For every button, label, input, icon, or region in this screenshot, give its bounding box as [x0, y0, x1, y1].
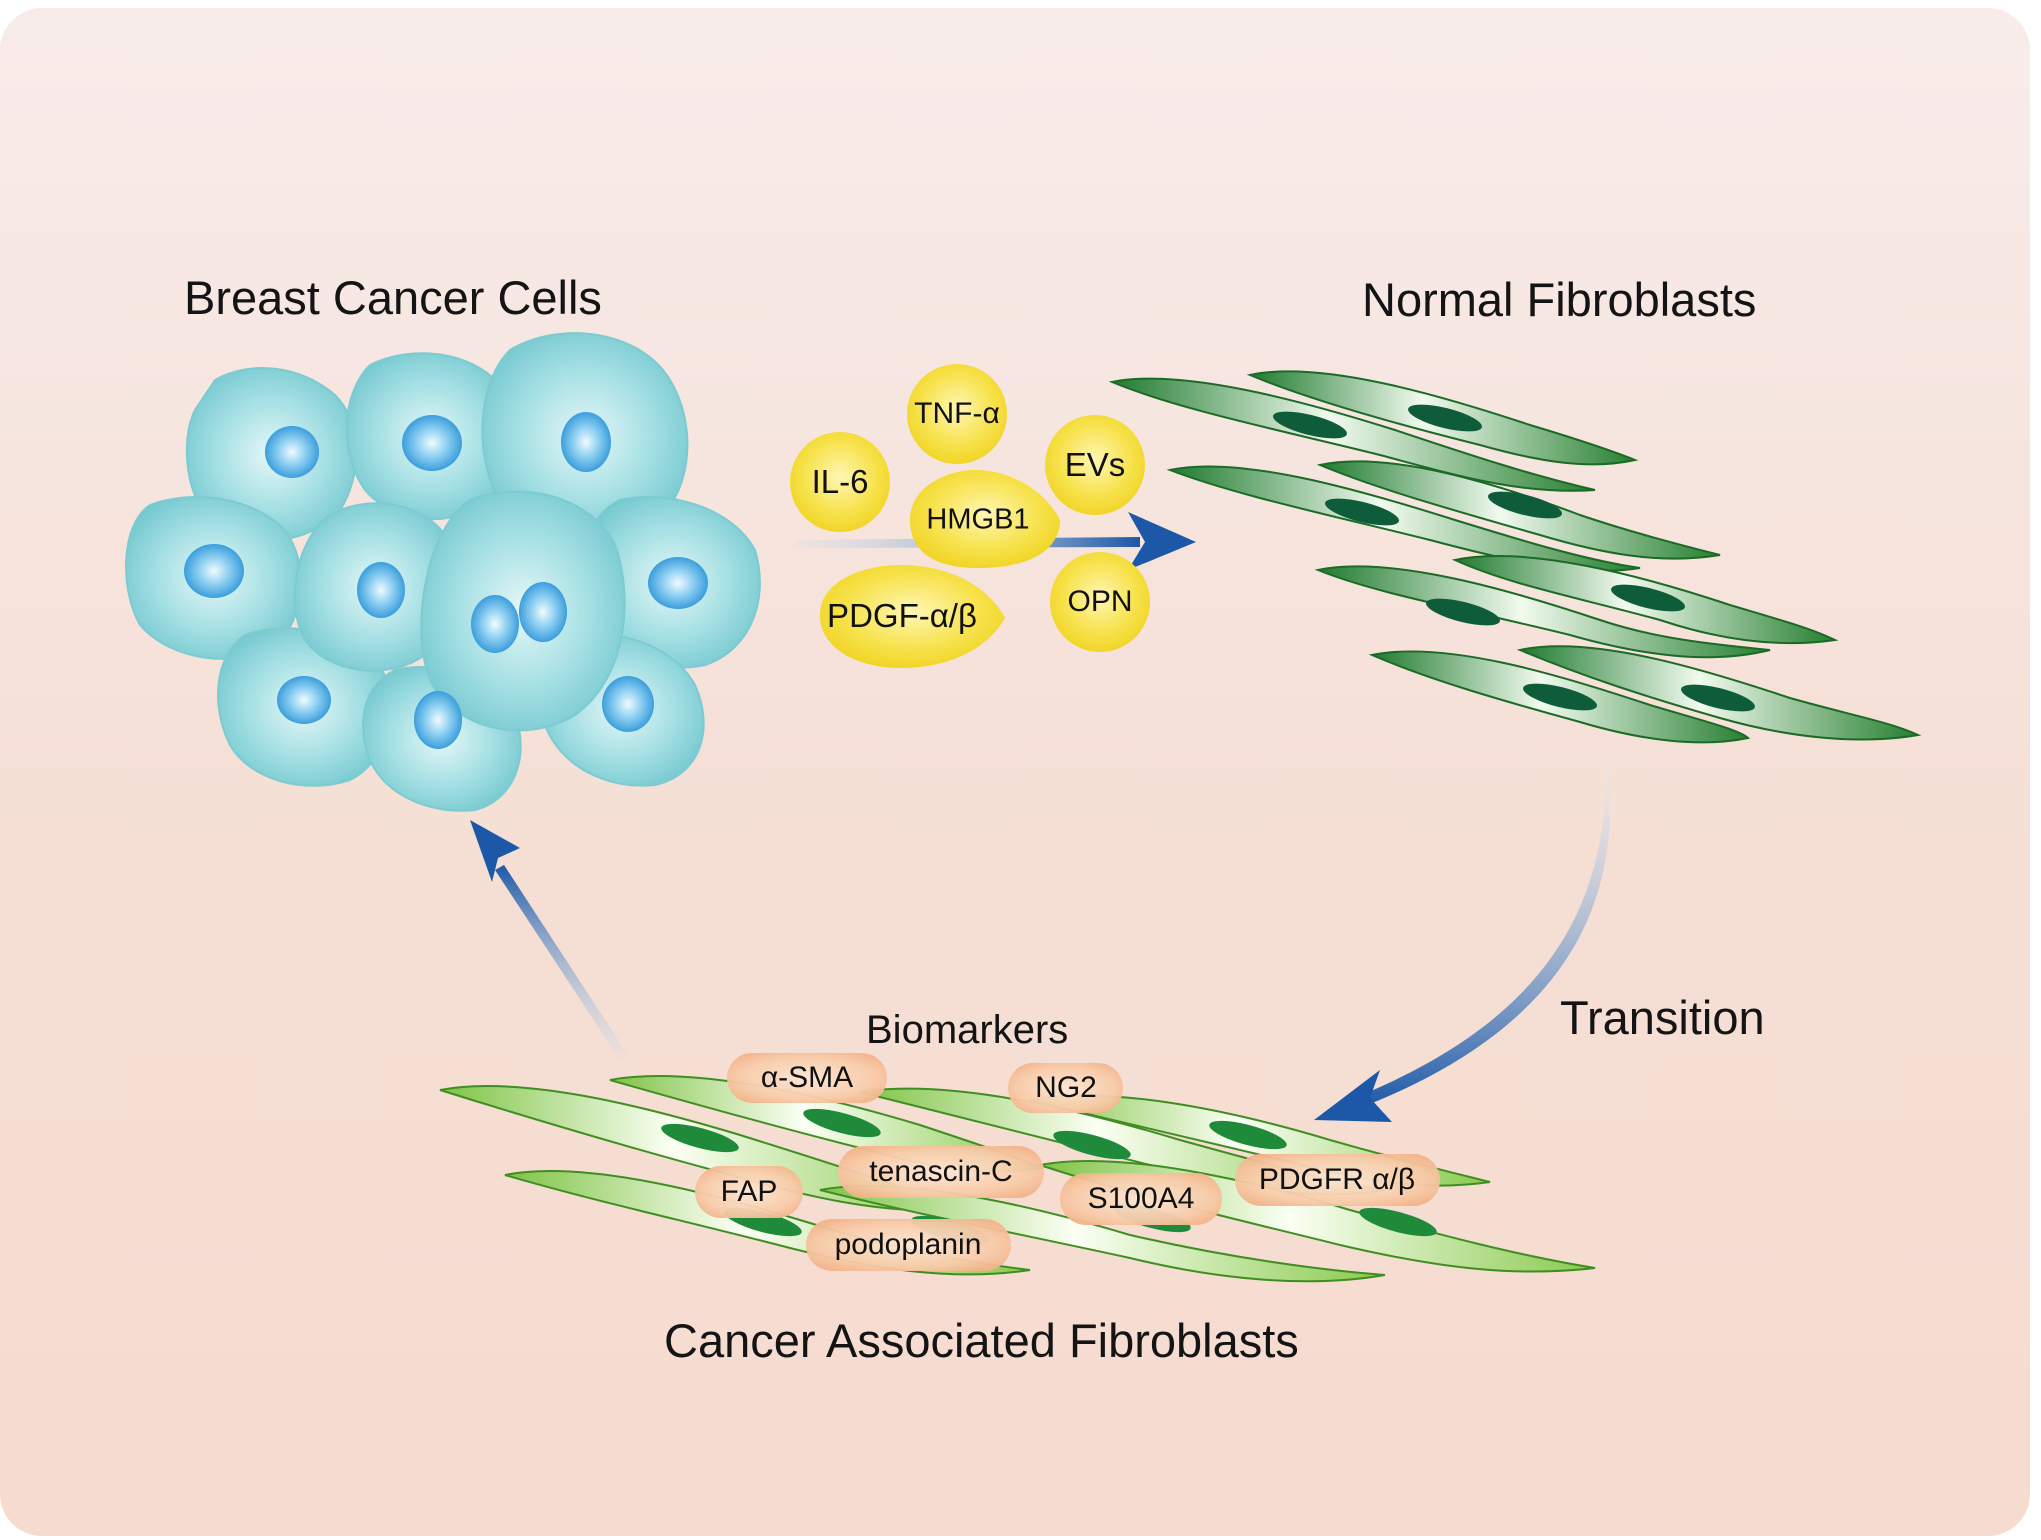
factor-il-6: [790, 432, 890, 532]
fibroblast-nucleus: [1681, 684, 1755, 712]
chip-pdgfr: [1235, 1154, 1440, 1206]
caf-nucleus: [1209, 1120, 1287, 1150]
fibroblast-nucleus: [1523, 683, 1597, 711]
caf-title: Cancer Associated Fibroblasts: [664, 1314, 1299, 1367]
chip-s100a4: [1060, 1173, 1222, 1225]
nucleus: [648, 557, 708, 609]
diagram-canvas: [125, 332, 1922, 1283]
fibroblast-nucleus: [1611, 584, 1685, 612]
biomarker-label-podoplanin: podoplanin: [834, 1228, 982, 1261]
factor-hmgb1: [910, 470, 1060, 568]
chip-ng2: [1008, 1063, 1123, 1113]
arrow-to-cancer-cells: [470, 820, 628, 1060]
fibroblast-nucleus: [1488, 491, 1562, 519]
factor-label-pdgf: PDGF-α/β: [827, 597, 977, 634]
breast-cancer-cell-cluster: [125, 332, 761, 812]
factor-label-hmgb1: HMGB1: [926, 503, 1030, 536]
factor-opn: [1050, 552, 1150, 652]
factor-label-tnf-alpha: TNF-α: [914, 397, 1000, 430]
biomarker-label-s100a4: S100A4: [1087, 1182, 1195, 1215]
nucleus: [519, 582, 567, 642]
factor-label-evs: EVs: [1064, 446, 1126, 483]
biomarkers-label: Biomarkers: [866, 1008, 1069, 1052]
nucleus: [471, 595, 519, 653]
diagram-panel: Breast Cancer Cells Normal Fibroblasts C…: [0, 8, 2030, 1536]
transition-label: Transition: [1560, 991, 1765, 1044]
caf-nucleus: [1359, 1207, 1437, 1237]
biomarker-label-alpha-sma: α-SMA: [760, 1061, 854, 1094]
caf-cell: [819, 1185, 1386, 1283]
factor-pdgf: [820, 565, 1005, 668]
biomarker-label-ng2: NG2: [1035, 1071, 1097, 1104]
breast-cancer-cells-title: Breast Cancer Cells: [184, 271, 602, 324]
factor-tnf-alpha: [907, 364, 1007, 464]
nucleus: [402, 415, 462, 471]
factor-evs: [1045, 415, 1145, 515]
chip-alpha-sma: [727, 1053, 887, 1103]
biomarker-label-pdgfr: PDGFR α/β: [1258, 1163, 1416, 1196]
nucleus: [602, 676, 654, 732]
secreted-factors: [790, 364, 1150, 668]
nucleus: [414, 691, 462, 749]
normal-fibroblast-cell: [1108, 377, 1596, 492]
caf-nucleus: [803, 1108, 881, 1138]
caf-nucleus: [661, 1123, 739, 1153]
factor-label-opn: OPN: [1067, 585, 1133, 618]
chip-tenascin-c: [838, 1146, 1044, 1198]
nucleus: [357, 562, 405, 618]
normal-fibroblasts-title: Normal Fibroblasts: [1362, 273, 1757, 326]
nucleus: [265, 426, 319, 478]
fibroblast-nucleus: [1426, 598, 1500, 626]
normal-fibroblast-cell: [1166, 465, 1641, 572]
chip-podoplanin: [806, 1219, 1011, 1271]
fibroblast-nucleus: [1408, 404, 1482, 432]
transition-arrow: [1314, 770, 1610, 1122]
caf-nucleus: [1053, 1130, 1131, 1160]
biomarker-chips: [695, 1053, 1440, 1271]
fibroblast-nucleus: [1325, 498, 1399, 526]
fibroblast-nucleus: [1273, 411, 1347, 439]
chip-fap: [695, 1166, 803, 1218]
biomarker-label-tenascin-c: tenascin-C: [869, 1155, 1013, 1188]
nucleus: [184, 544, 244, 598]
nucleus: [561, 412, 611, 472]
biomarker-label-fap: FAP: [720, 1175, 778, 1208]
factor-label-il-6: IL-6: [811, 463, 869, 500]
nucleus: [277, 676, 331, 724]
normal-fibroblasts: [1108, 370, 1922, 744]
